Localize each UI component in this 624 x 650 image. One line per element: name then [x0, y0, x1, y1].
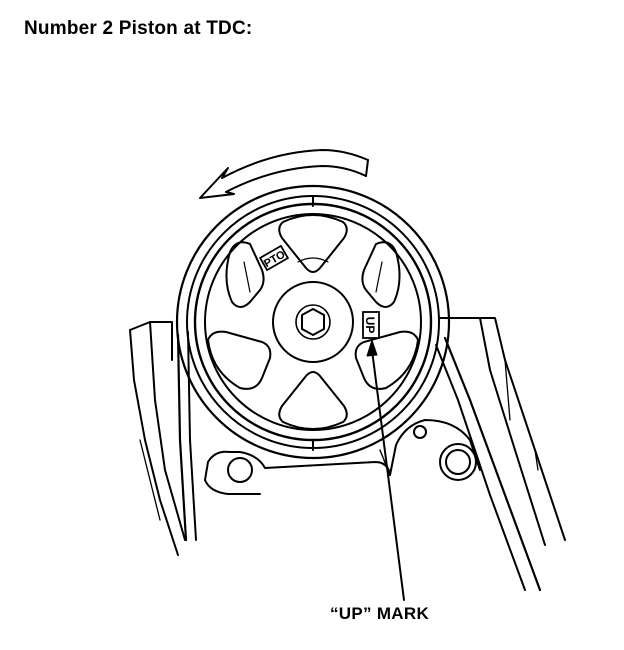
pulley-windows	[207, 214, 419, 430]
diagram-title: Number 2 Piston at TDC:	[24, 18, 253, 39]
timing-mark-pto: PTO	[258, 244, 290, 272]
up-mark-label: UP	[363, 317, 377, 334]
timing-belt	[175, 184, 542, 592]
cylinder-head-left	[129, 321, 186, 556]
lower-housing	[204, 419, 481, 495]
curved-arrow-left-icon	[199, 149, 369, 199]
up-mark-box: UP	[362, 311, 380, 339]
hex-bolt-icon	[295, 304, 331, 340]
up-mark-callout: “UP” MARK	[330, 604, 430, 623]
cylinder-head-right	[439, 317, 566, 546]
camshaft-pulley	[193, 195, 433, 451]
up-mark-leader	[366, 339, 405, 601]
